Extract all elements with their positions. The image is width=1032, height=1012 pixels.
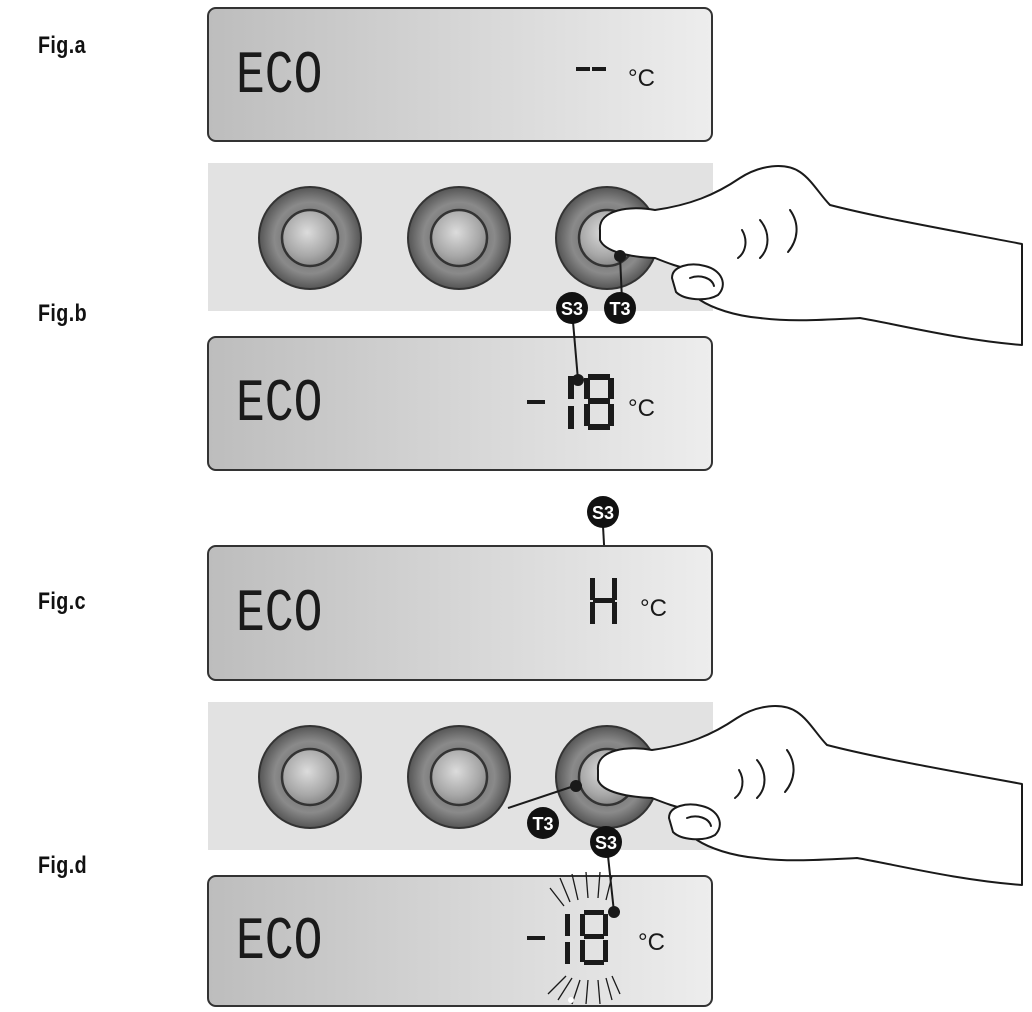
mode-label-d: ECO — [236, 909, 322, 976]
button-2-strip-2[interactable] — [407, 725, 511, 829]
unit-label-c: °C — [640, 595, 667, 622]
seven-segment-digits-b: 18 — [568, 374, 614, 430]
lcd-panel-b: ECO - 18 °C — [207, 336, 713, 471]
callout-line-s3-d — [607, 855, 620, 918]
mode-label-c: ECO — [236, 581, 322, 648]
mode-label-b: ECO — [236, 371, 322, 438]
t3-callout-b: T3 — [604, 292, 636, 324]
s3-callout-b: S3 — [556, 292, 588, 324]
s3-callout-d: S3 — [590, 826, 622, 858]
fig-a-label: Fig.a — [38, 32, 86, 59]
callout-line-t3-d — [507, 780, 582, 809]
t3-callout-d: T3 — [527, 807, 559, 839]
unit-label-b: °C — [628, 395, 655, 422]
button-1-strip-1[interactable] — [258, 186, 362, 290]
button-2-strip-1[interactable] — [407, 186, 511, 290]
lcd-panel-a: ECO °C — [207, 7, 713, 142]
svg-text:T3: T3 — [609, 299, 630, 319]
blinking-rays-d — [547, 871, 621, 1005]
mode-label-a: ECO — [236, 43, 322, 110]
svg-text:S3: S3 — [595, 833, 617, 853]
svg-text:S3: S3 — [561, 299, 583, 319]
seven-segment-digits-d: 18 — [565, 910, 608, 965]
svg-text:S3: S3 — [592, 503, 614, 523]
pressing-hand-2 — [596, 705, 1023, 886]
lcd-panel-c: ECO H °C — [207, 545, 713, 681]
s3-callout-c: S3 — [587, 496, 619, 528]
button-strip-2 — [208, 702, 713, 850]
fig-c-label: Fig.c — [38, 588, 86, 615]
lcd-panel-d: ECO - 18 — [207, 871, 713, 1007]
unit-label-d: °C — [638, 929, 665, 956]
fig-d-label: Fig.d — [38, 852, 88, 879]
dash-display-a — [576, 67, 606, 71]
minus-sign-d: - — [527, 936, 545, 940]
unit-label-a: °C — [628, 65, 655, 92]
decimal-dot-d — [568, 997, 574, 1003]
minus-sign-b: - — [527, 400, 545, 404]
seven-segment-digits-c: H — [590, 578, 617, 624]
pressing-hand-1 — [598, 165, 1023, 346]
fig-b-label: Fig.b — [38, 300, 88, 327]
button-1-strip-2[interactable] — [258, 725, 362, 829]
svg-text:T3: T3 — [532, 814, 553, 834]
